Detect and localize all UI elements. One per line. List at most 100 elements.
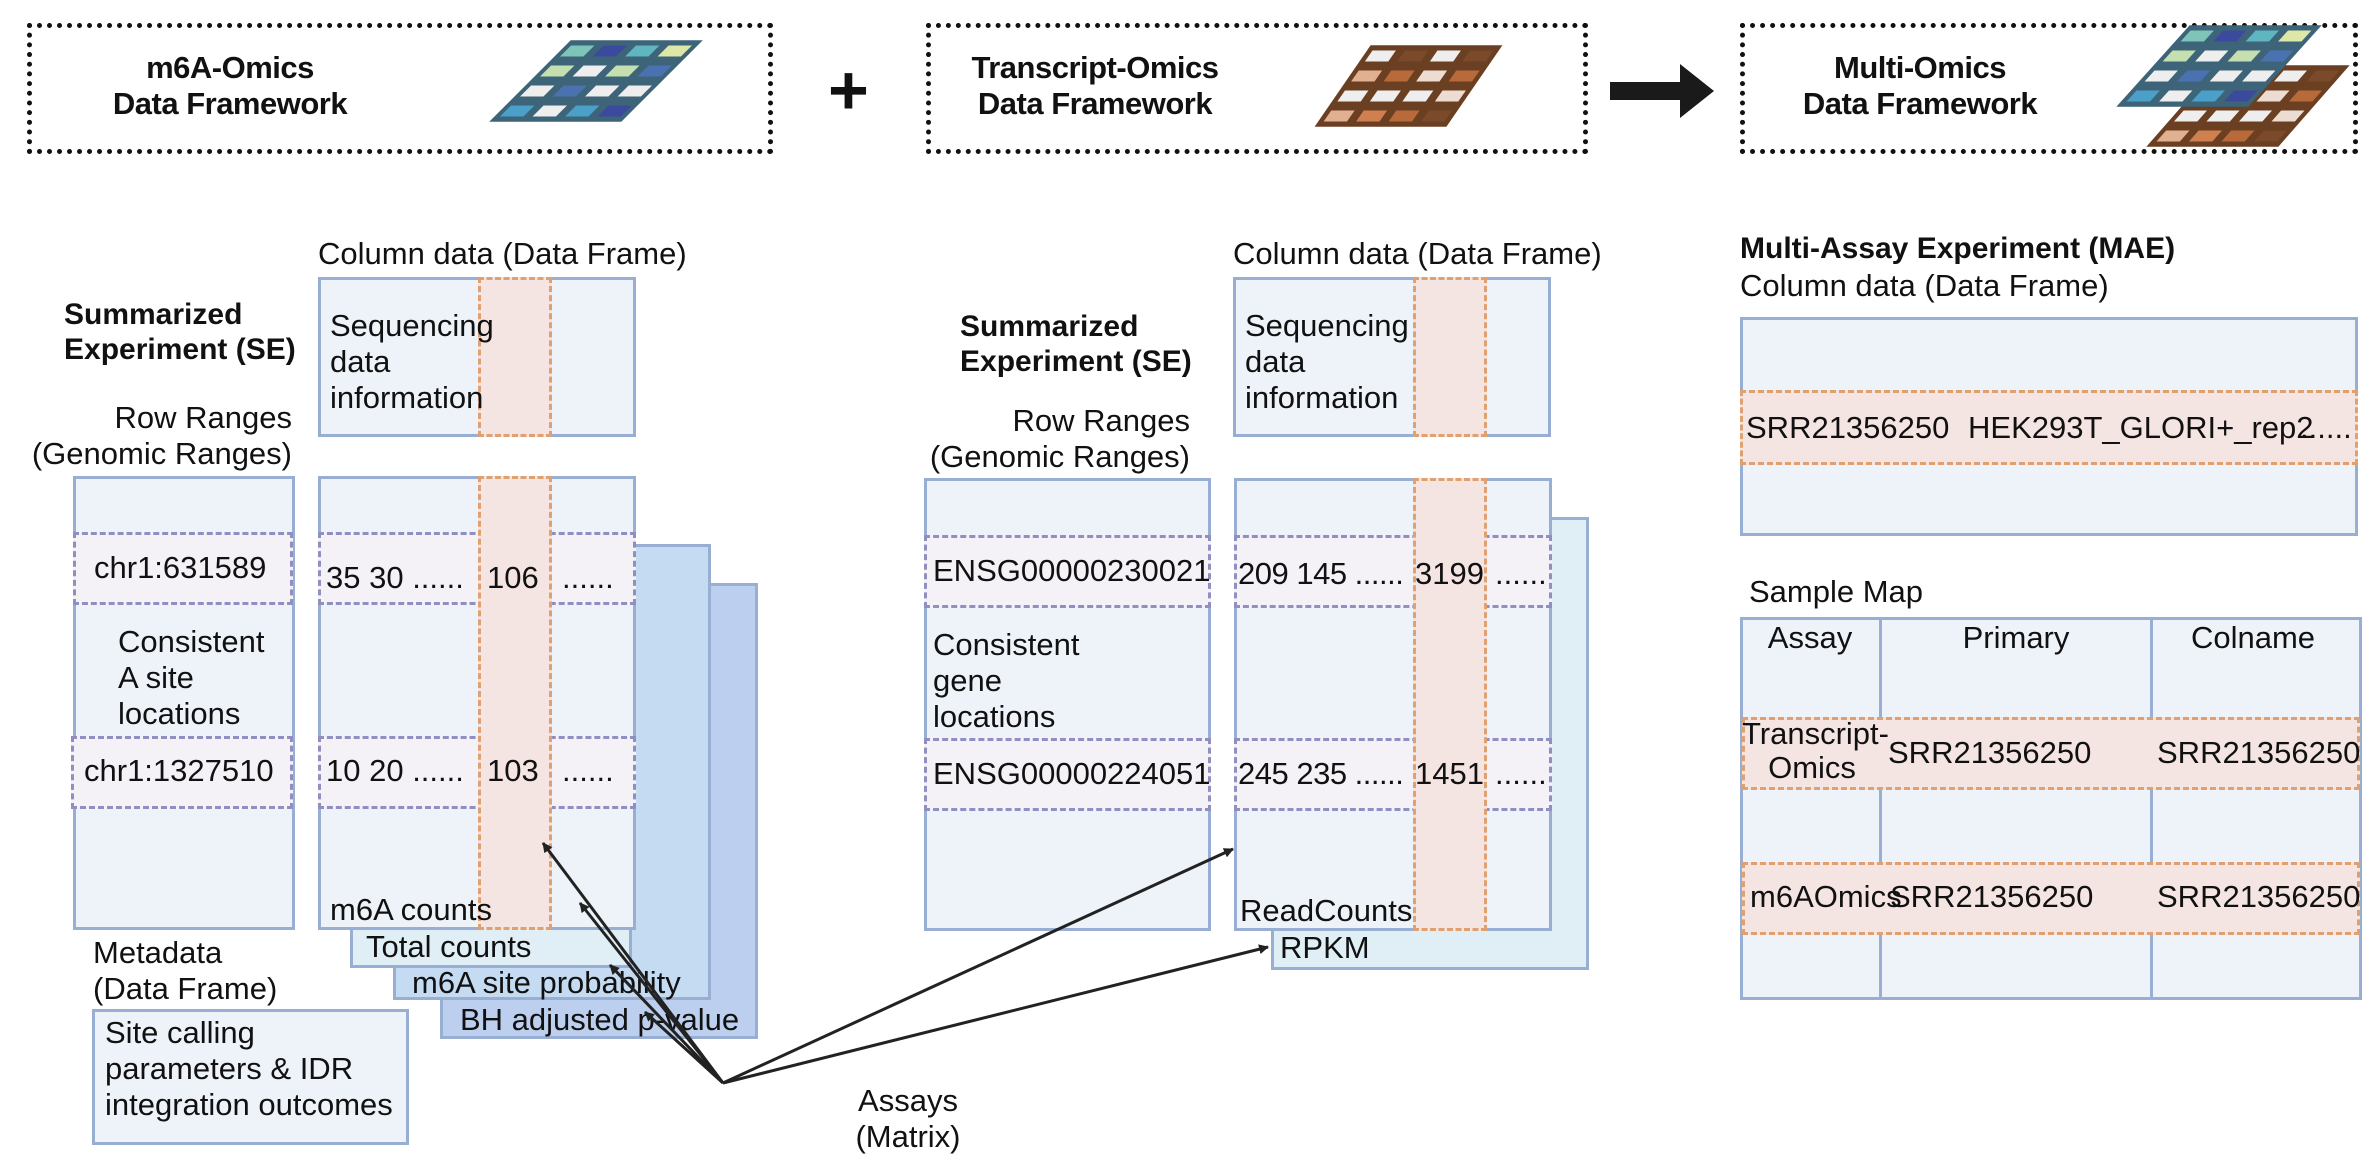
grid-cell — [2221, 130, 2255, 142]
m6a-column-data-box — [318, 277, 636, 437]
transcript-row-1-values: 209 145 ...... — [1238, 556, 1404, 591]
m6a-row-2-highlight-value: 103 — [487, 753, 539, 788]
heatmap-grid — [2116, 25, 2322, 107]
transcript-row-range-1-text: ENSG00000230021 — [933, 553, 1211, 588]
transcript-consistent-text: Consistent gene locations — [933, 627, 1079, 735]
grid-cell — [520, 85, 555, 97]
grid-cell — [2159, 90, 2193, 102]
title-line: Experiment (SE) — [64, 333, 296, 366]
text-line: Consistent — [118, 624, 265, 659]
transcript-assay-row-1 — [1234, 535, 1552, 608]
m6a-row-range-1 — [73, 532, 293, 605]
transcript-assay-highlight-column — [1413, 478, 1487, 931]
text-line: information — [330, 380, 484, 415]
sample-map-header-primary: Primary — [1962, 620, 2070, 655]
grid-cell — [500, 105, 535, 117]
transcript-row-range-2-text: ENSG00000224051 — [933, 756, 1211, 791]
grid-cell — [1364, 50, 1396, 62]
text-line: data — [330, 344, 391, 379]
title-line: Data Framework — [112, 86, 348, 121]
sample-map-row-1-primary: SRR21356250 — [1888, 735, 2092, 770]
m6a-column-data-text: Sequencing data information — [330, 308, 494, 416]
grid-cell — [2126, 90, 2160, 102]
transcript-se-title: Summarized Experiment (SE) — [960, 309, 1192, 379]
text-line: Site calling — [105, 1015, 255, 1050]
transcript-row-2-values: 245 235 ...... — [1238, 756, 1404, 791]
grid-cell — [2227, 50, 2261, 62]
grid-cell — [2253, 130, 2288, 142]
transcript-column-data-box — [1233, 277, 1551, 437]
mae-col-data-name: HEK293T_GLORI+_rep2 — [1968, 410, 2314, 445]
label-line: Row Ranges — [114, 400, 292, 435]
brown-heatmap-grid-icon — [1314, 45, 1503, 127]
sample-map-table — [1740, 617, 2362, 1000]
text-line: locations — [118, 696, 241, 731]
sample-map-row-2-primary: SRR21356250 — [1890, 879, 2094, 914]
grid-cell — [2206, 110, 2240, 122]
m6a-row-range-1-text: chr1:631589 — [94, 550, 267, 585]
text-line: information — [1245, 380, 1399, 415]
text-line: A site — [118, 660, 194, 695]
grid-cell — [2260, 50, 2294, 62]
arrow-to-total-counts — [578, 902, 725, 1084]
grid-cell — [1397, 50, 1429, 62]
m6a-se-title: Summarized Experiment (SE) — [64, 297, 296, 367]
m6a-assay-row-1 — [318, 532, 636, 605]
label-line: Assays — [858, 1083, 958, 1118]
text-line: Transcript- — [1742, 716, 1889, 751]
sample-map-row-2-colname: SRR21356250 — [2157, 879, 2361, 914]
mae-col-data-id: SRR21356250 — [1746, 410, 1950, 445]
arrow-to-m6a-site-probability — [608, 963, 725, 1085]
title-line: m6A-Omics — [146, 50, 314, 85]
grid-cell — [1356, 110, 1388, 122]
label-line: Metadata — [93, 935, 223, 970]
grid-cell — [2278, 30, 2312, 42]
grid-cell — [532, 105, 567, 117]
grid-cell — [2162, 50, 2196, 62]
grid-cell — [605, 65, 640, 77]
grid-cell — [1416, 70, 1448, 82]
grid-cell — [1337, 90, 1369, 102]
assays-matrix-label: Assays (Matrix) — [848, 1083, 968, 1155]
grid-cell — [2195, 50, 2229, 62]
text-line: data — [1245, 344, 1306, 379]
label-line: (Matrix) — [855, 1119, 961, 1154]
grid-frame — [1314, 45, 1503, 127]
mae-title: Multi-Assay Experiment (MAE) — [1740, 232, 2176, 265]
grid-frame — [489, 40, 703, 122]
text-line: Omics — [1768, 750, 1856, 785]
text-line: integration outcomes — [105, 1087, 393, 1122]
sample-map-label: Sample Map — [1749, 574, 1924, 609]
grid-cell — [2209, 70, 2243, 82]
grid-cell — [1462, 50, 1494, 62]
mae-col-data-tail: ...... — [2300, 410, 2352, 445]
assay-label-readcounts: ReadCounts — [1240, 893, 1413, 928]
transcript-assay-row-2 — [1234, 738, 1552, 811]
right-arrow-icon — [1610, 64, 1714, 118]
grid-cell — [2177, 70, 2211, 82]
m6a-row-1-tail: ...... — [562, 560, 614, 595]
grid-cell — [1421, 110, 1453, 122]
m6a-row-1-values: 35 30 ...... — [326, 560, 464, 595]
grid-cell — [2256, 90, 2290, 102]
grid-cell — [2191, 90, 2225, 102]
grid-cell — [2238, 110, 2273, 122]
assay-label-bh-adjusted-p-value: BH adjusted p-value — [460, 1002, 740, 1037]
mae-column-data-row — [1740, 390, 2358, 465]
m6a-column-highlight — [478, 277, 552, 437]
grid-cell — [1383, 70, 1415, 82]
grid-cell — [1369, 90, 1401, 102]
assay-label-m6a-counts: m6A counts — [330, 892, 492, 927]
transcript-column-data-text: Sequencing data information — [1245, 308, 1409, 416]
m6a-row-ranges-label: Row Ranges (Genomic Ranges) — [30, 400, 292, 472]
text-line: parameters & IDR — [105, 1051, 354, 1086]
heatmap-grid — [1314, 45, 1503, 127]
metadata-text: Site calling parameters & IDR integratio… — [105, 1015, 393, 1123]
title-line: Experiment (SE) — [960, 345, 1192, 378]
m6a-row-2-values: 10 20 ...... — [326, 753, 464, 788]
grid-cell — [2188, 130, 2223, 142]
grid-cell — [1323, 110, 1355, 122]
m6a-row-range-2-text: chr1:1327510 — [84, 753, 274, 788]
plus-icon: + — [828, 51, 869, 129]
label-line: (Genomic Ranges) — [929, 439, 1190, 474]
